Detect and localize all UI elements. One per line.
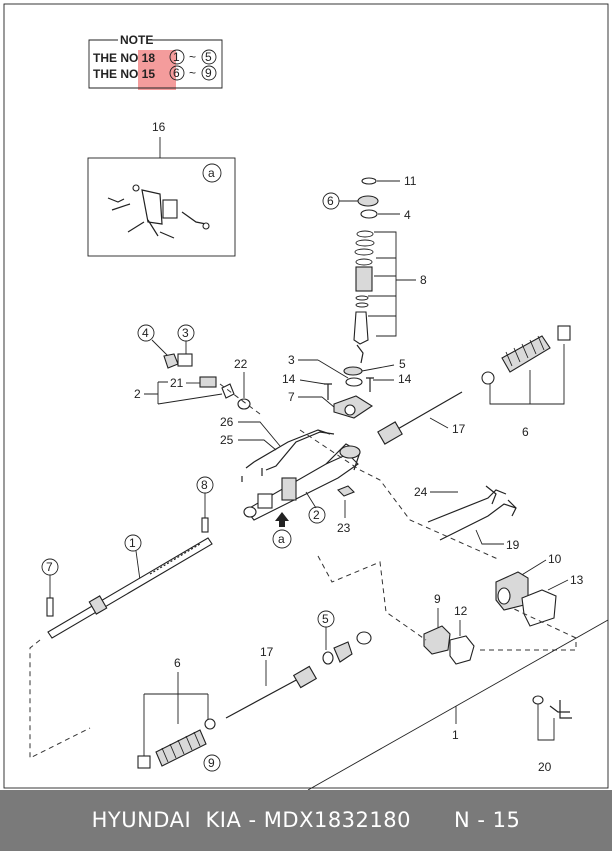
callout-12: 12 — [454, 604, 468, 618]
note-line1-sep: ~ — [189, 50, 196, 64]
note-line2-from: 6 — [173, 66, 180, 80]
diagram-frame — [3, 3, 609, 789]
callout-3-left: 3 — [182, 326, 189, 340]
note-line2-sep: ~ — [189, 66, 196, 80]
valve-stack: 11 6 4 8 — [322, 174, 427, 364]
callout-19: 19 — [506, 538, 520, 552]
bolts-20: 20 — [532, 695, 572, 774]
callout-21: 21 — [170, 376, 184, 390]
callout-17-upper: 17 — [452, 422, 466, 436]
callout-7-left: 7 — [46, 560, 53, 574]
callout-6-top: 6 — [327, 194, 334, 208]
callout-1-lower: 1 — [452, 728, 459, 742]
callout-11: 11 — [404, 174, 417, 188]
callout-6-lower: 6 — [174, 656, 181, 670]
callout-7-mid: 7 — [288, 390, 295, 404]
pipes: 26 25 — [220, 415, 335, 482]
steering-gear-diagram: NOTE THE NO 18 1 ~ 5 THE NO 15 6 ~ 9 16 … — [3, 3, 609, 791]
boot-upper-right: 6 — [481, 325, 571, 439]
callout-16: 16 — [152, 120, 166, 134]
note-line1-prefix: THE NO 18 — [93, 51, 155, 65]
callout-6-upper-right: 6 — [522, 425, 529, 439]
note-line1-to: 5 — [205, 50, 212, 64]
callout-4-left: 4 — [142, 326, 149, 340]
callout-22: 22 — [234, 357, 248, 371]
callout-8-left: 8 — [201, 478, 208, 492]
callout-14-right: 14 — [398, 372, 412, 386]
tie-rod-upper: 17 — [377, 391, 466, 445]
callout-20: 20 — [538, 760, 552, 774]
note-line1-from: 1 — [173, 50, 180, 64]
detail-box-16: 16 a — [87, 120, 236, 257]
callout-2-left: 2 — [134, 387, 141, 401]
callout-9-bracket: 9 — [434, 592, 441, 606]
callout-13: 13 — [570, 573, 584, 587]
note-box: NOTE THE NO 18 1 ~ 5 THE NO 15 6 ~ 9 — [88, 33, 223, 90]
callout-1-rack: 1 — [129, 536, 136, 550]
callout-3-right: 3 — [288, 353, 295, 367]
pipes-right: 24 19 — [414, 485, 520, 552]
callout-5-right: 5 — [399, 357, 406, 371]
rack-bar: 8 1 7 — [29, 476, 214, 759]
left-fittings: 4 3 21 2 22 — [134, 324, 251, 410]
callout-17-lower: 17 — [260, 645, 274, 659]
callout-8-top: 8 — [420, 273, 427, 287]
note-line2-to: 9 — [205, 66, 212, 80]
note-title: NOTE — [120, 33, 153, 47]
callout-a-detail: a — [208, 166, 215, 180]
mount-brackets: 10 13 9 12 — [317, 552, 584, 665]
callout-26: 26 — [220, 415, 234, 429]
callout-23: 23 — [337, 521, 351, 535]
callout-25: 25 — [220, 433, 234, 447]
footer-bar: HYUNDAI KIA - MDX1832180 N - 15 — [0, 790, 612, 851]
callout-14-left: 14 — [282, 372, 296, 386]
footer-part-number: HYUNDAI KIA - MDX1832180 N - 15 — [91, 808, 521, 832]
callout-a-main: a — [278, 532, 285, 546]
callout-5-lower: 5 — [322, 612, 329, 626]
lower-assembly: 5 17 6 9 — [137, 610, 372, 772]
callout-4-top: 4 — [404, 208, 411, 222]
leader-1: 1 — [307, 619, 609, 791]
callout-9-lower: 9 — [208, 756, 215, 770]
note-line2-prefix: THE NO 15 — [93, 67, 155, 81]
callout-2-housing: 2 — [313, 508, 320, 522]
pinion-housing: 3 5 14 14 7 — [282, 353, 412, 419]
rack-housing: 2 23 a — [219, 383, 501, 561]
callout-10: 10 — [548, 552, 562, 566]
callout-24: 24 — [414, 485, 428, 499]
